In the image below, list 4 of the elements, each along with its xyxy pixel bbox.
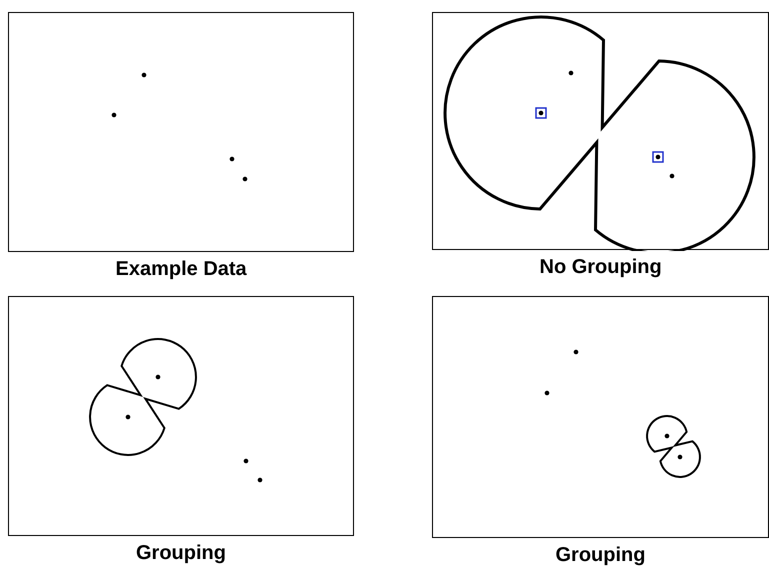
panel-caption: No Grouping	[540, 256, 662, 279]
panel-caption: Example Data	[116, 258, 247, 281]
panel-caption: Grouping	[136, 542, 226, 565]
panel-caption: Grouping	[556, 544, 646, 567]
